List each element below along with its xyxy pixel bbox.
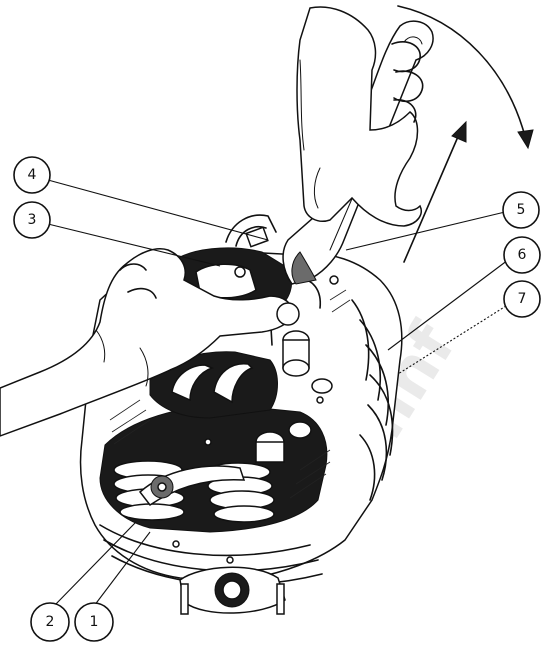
callout-2: 2 bbox=[31, 603, 69, 641]
callout-6: 6 bbox=[504, 237, 540, 273]
callout-7: 7 bbox=[504, 281, 540, 317]
callout-5: 5 bbox=[503, 192, 539, 228]
callout-1: 1 bbox=[75, 603, 113, 641]
callout-4-label: 4 bbox=[28, 167, 37, 183]
callout-7-label: 7 bbox=[518, 291, 527, 307]
callout-2-label: 2 bbox=[46, 614, 55, 630]
callout-6-label: 6 bbox=[518, 247, 527, 263]
callout-3-label: 3 bbox=[28, 212, 37, 228]
callout-3: 3 bbox=[14, 202, 50, 238]
callout-4: 4 bbox=[14, 157, 50, 193]
callout-1-label: 1 bbox=[90, 614, 99, 630]
callout-5-label: 5 bbox=[517, 202, 526, 218]
